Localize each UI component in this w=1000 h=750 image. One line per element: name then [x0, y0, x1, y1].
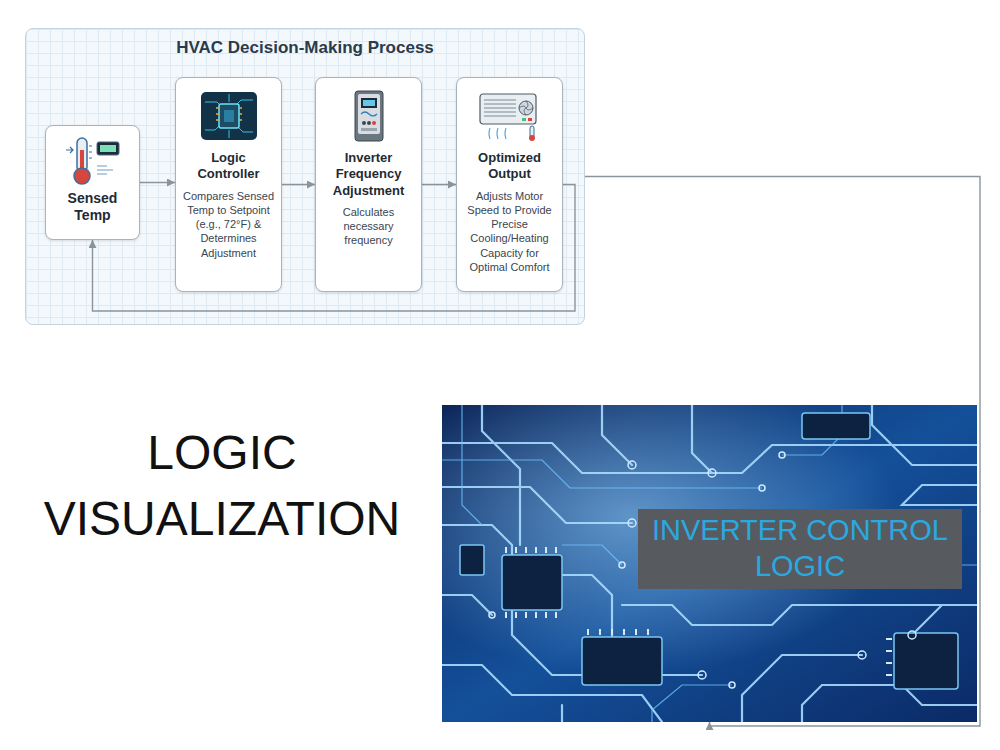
graphic-shape: [97, 166, 113, 174]
graphic-shape: [759, 485, 765, 491]
graphic-shape: [622, 605, 962, 625]
graphic-shape: [89, 158, 92, 159]
graphic-shape: [100, 145, 116, 152]
flow-connector: [140, 182, 175, 183]
graphic-shape: [361, 112, 377, 116]
graphic-shape: [522, 118, 526, 121]
graphic-shape: [502, 555, 562, 610]
graphic-shape: [602, 405, 632, 465]
graphic-shape: [489, 612, 495, 618]
box-heading: Inverter Frequency Adjustment: [322, 150, 415, 199]
graphic-shape: [442, 443, 977, 473]
graphic-shape: [216, 108, 242, 120]
chip-icon: [199, 90, 259, 142]
label-plate: INVERTER CONTROL LOGIC: [638, 509, 962, 589]
graphic-shape: [442, 405, 977, 722]
graphic-shape: [561, 705, 563, 722]
flow-connector: [422, 184, 456, 185]
graphic-shape: [886, 639, 892, 675]
graphic-shape: [97, 142, 119, 155]
graphic-shape: [361, 98, 377, 108]
graphic-shape: [519, 101, 533, 115]
graphic-shape: [529, 135, 535, 141]
graphic-shape: [582, 637, 662, 685]
graphic-shape: [74, 168, 90, 184]
graphic-shape: [372, 121, 376, 125]
panel-title: HVAC Decision-Making Process: [25, 28, 585, 58]
graphic-shape: [708, 469, 716, 477]
graphic-shape: [442, 405, 977, 722]
graphic-shape: [628, 519, 636, 527]
graphic-shape: [902, 485, 977, 505]
box-heading: Optimized Output: [463, 150, 556, 183]
graphic-shape: [484, 100, 516, 116]
graphic-shape: [729, 682, 735, 688]
graphic-shape: [908, 631, 916, 639]
graphic-shape: [66, 147, 73, 153]
graphic-shape: [89, 146, 92, 147]
box-body: Compares Sensed Temp to Setpoint (e.g., …: [182, 189, 275, 260]
graphic-shape: [480, 94, 536, 124]
flow-connector: [282, 184, 315, 185]
box-heading: Sensed Temp: [51, 190, 134, 224]
graphic-shape: [462, 405, 482, 525]
process-box: Inverter Frequency AdjustmentCalculates …: [315, 77, 422, 292]
graphic-shape: [562, 545, 622, 565]
graphic-shape: [442, 595, 492, 615]
graphic-shape: [506, 612, 556, 618]
process-panel: HVAC Decision-Making Process Sensed Temp…: [25, 28, 585, 325]
graphic-shape: [442, 405, 977, 722]
graphic-shape: [802, 685, 977, 722]
graphic-shape: [363, 100, 375, 106]
graphic-shape: [355, 91, 383, 141]
image-caption: INVERTER CONTROL LOGIC: [638, 509, 962, 589]
graphic-shape: [358, 94, 380, 134]
box-body: Adjusts Motor Speed to Provide Precise C…: [463, 189, 556, 275]
graphic-shape: [442, 487, 632, 523]
graphic-shape: [205, 94, 253, 138]
graphic-shape: [894, 633, 958, 689]
section-label: LOGIC VISUALIZATION: [12, 420, 432, 552]
graphic-shape: [442, 460, 762, 488]
graphic-shape: [460, 545, 484, 575]
graphic-shape: [802, 413, 870, 439]
graphic-shape: [619, 562, 625, 568]
graphic-shape: [442, 405, 977, 722]
ac-unit-icon: [478, 90, 542, 142]
graphic-shape: [519, 101, 533, 115]
process-box: Logic ControllerCompares Sensed Temp to …: [175, 77, 282, 292]
graphic-shape: [506, 547, 556, 553]
graphic-shape: [489, 128, 506, 139]
graphic-shape: [912, 605, 977, 635]
graphic-shape: [219, 104, 239, 128]
inverter-icon: [339, 90, 399, 142]
process-box: Optimized OutputAdjusts Motor Speed to P…: [456, 77, 563, 292]
thermometer-icon: [63, 136, 123, 186]
graphic-shape: [361, 128, 377, 131]
process-box: Sensed Temp: [45, 125, 140, 240]
graphic-shape: [367, 121, 371, 125]
graphic-shape: [588, 629, 648, 635]
box-body: Calculates necessary frequency: [322, 205, 415, 248]
graphic-shape: [362, 121, 366, 125]
graphic-shape: [89, 152, 92, 153]
graphic-shape: [692, 405, 712, 473]
circuit-image: INVERTER CONTROL LOGIC: [442, 405, 977, 722]
graphic-shape: [698, 671, 706, 679]
graphic-shape: [872, 405, 977, 465]
graphic-shape: [224, 110, 234, 122]
box-heading: Logic Controller: [182, 150, 275, 183]
graphic-shape: [779, 452, 785, 458]
graphic-shape: [652, 685, 732, 722]
graphic-shape: [201, 92, 257, 140]
graphic-shape: [528, 118, 532, 121]
graphic-shape: [858, 651, 866, 659]
graphic-shape: [628, 461, 636, 469]
